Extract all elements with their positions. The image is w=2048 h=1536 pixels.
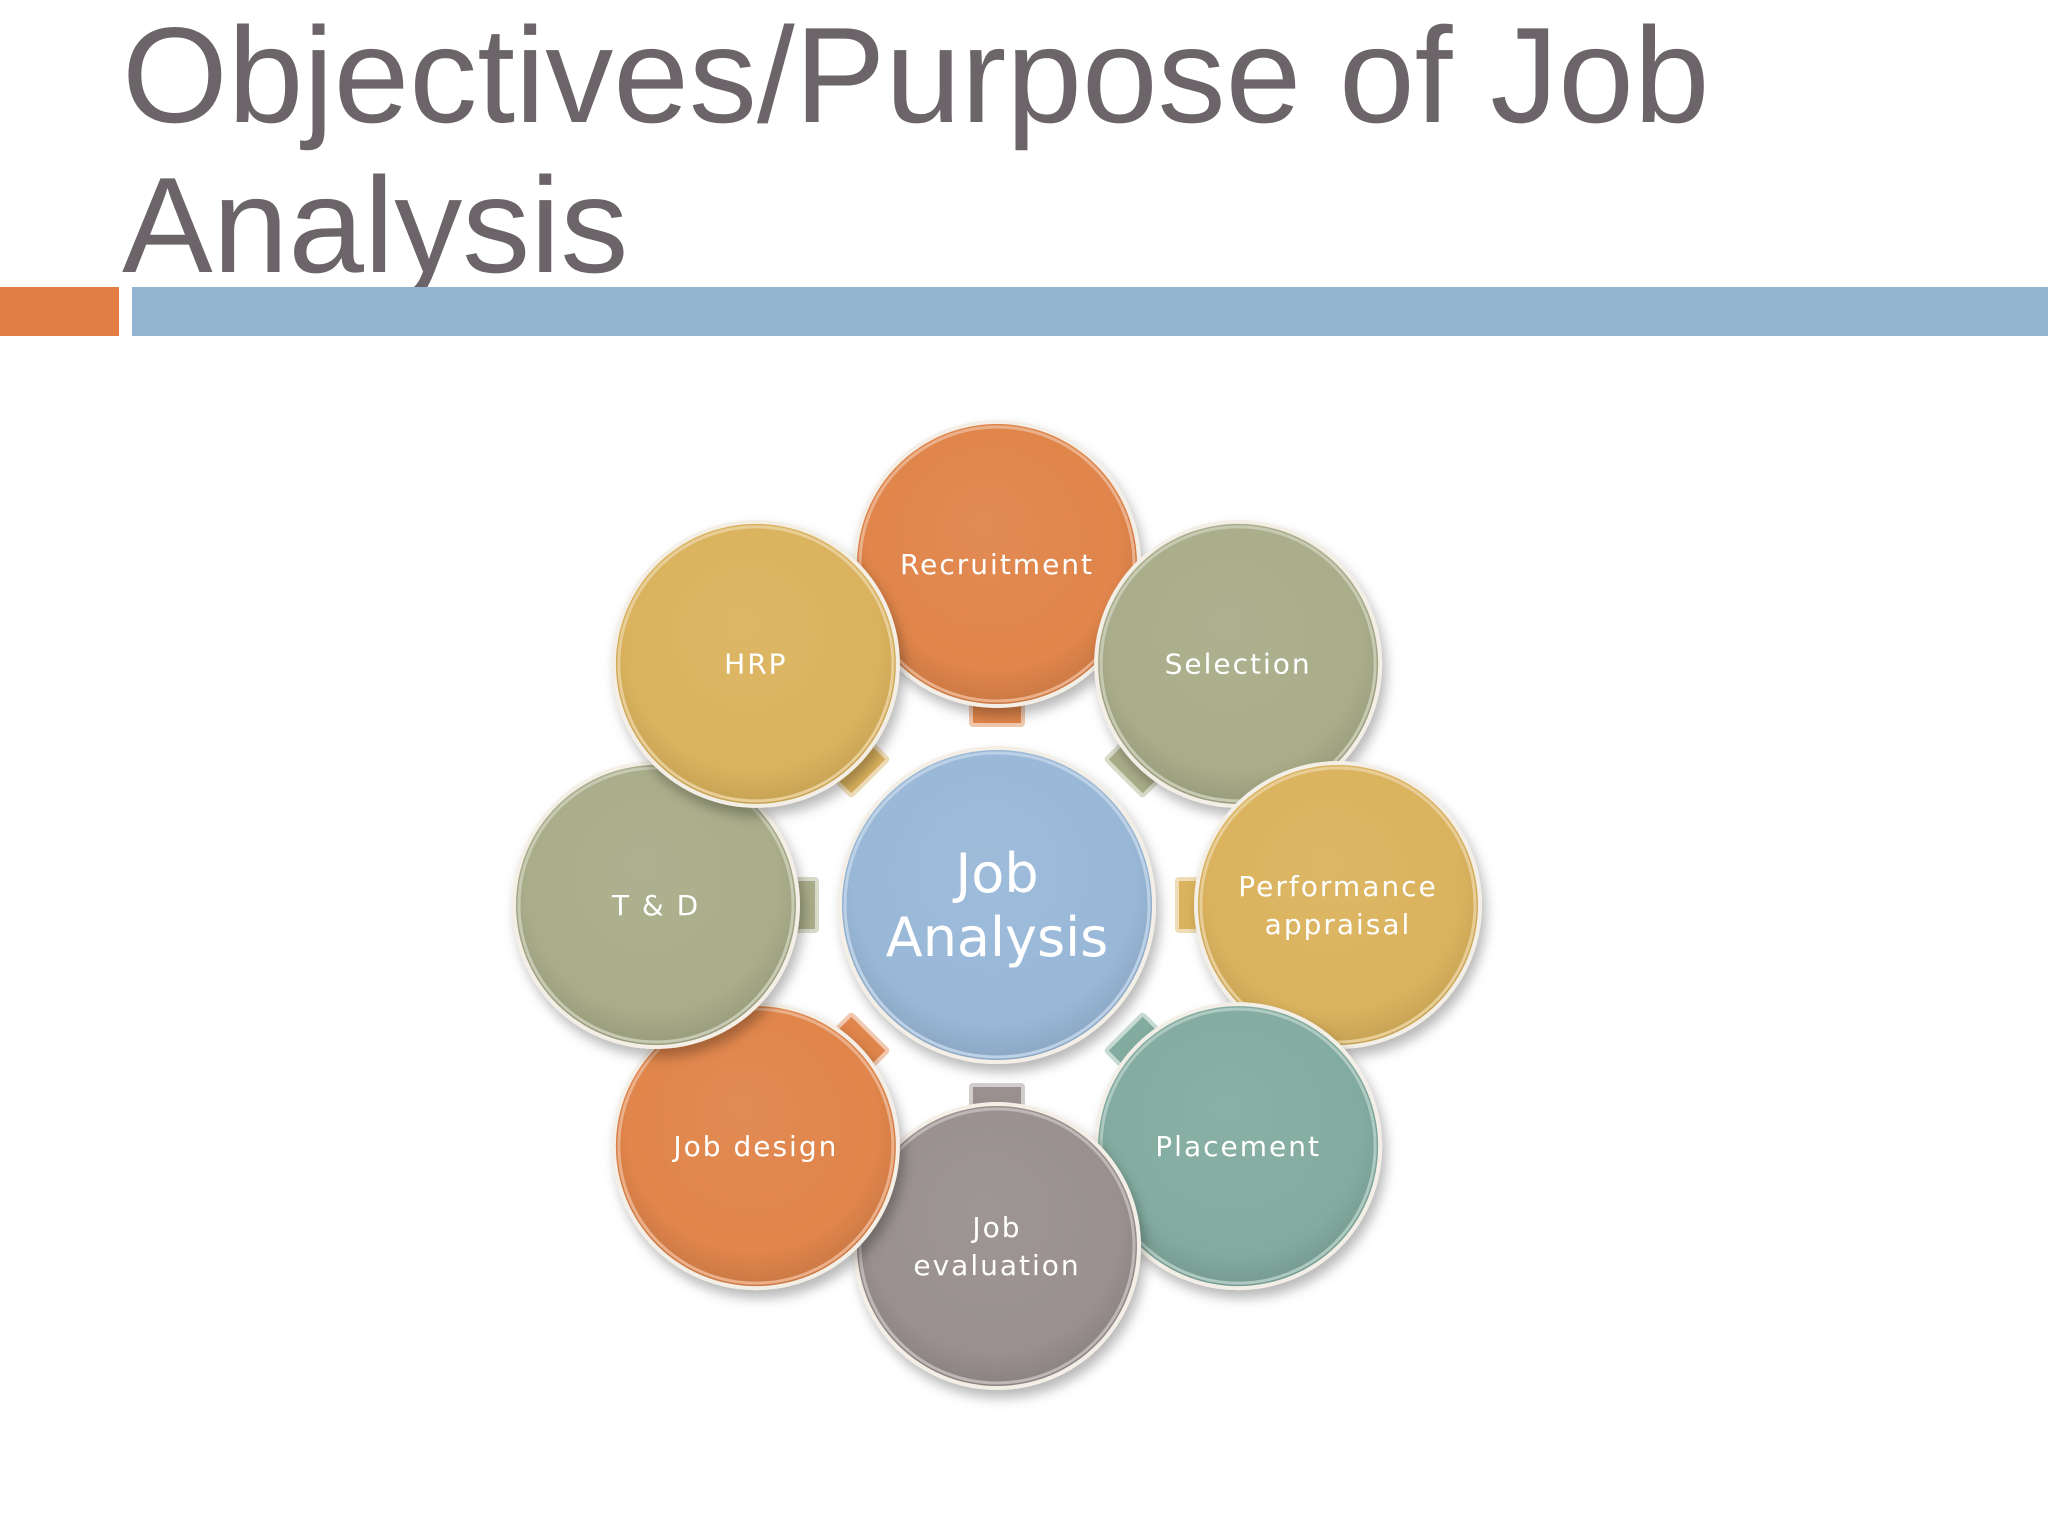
slide-title-line-1: Objectives/Purpose of Job [122, 0, 1710, 151]
slide-title: Objectives/Purpose of Job Analysis [122, 0, 1822, 300]
node-placement [1094, 1002, 1383, 1291]
node-performance-appraisal [1194, 761, 1482, 1049]
accent-bar-blue [132, 287, 2048, 336]
node-job-evaluation-fill [857, 1106, 1137, 1386]
node-t-and-d-label: T & D [611, 889, 700, 922]
node-job-design-ring [617, 1007, 895, 1285]
node-recruitment-fill [857, 424, 1137, 704]
node-t-and-d-ring [517, 766, 795, 1044]
node-selection-fill [1098, 523, 1379, 804]
hub-job-analysis-label-line: Job [952, 842, 1038, 905]
node-job-design [611, 1002, 900, 1291]
node-recruitment [853, 420, 1141, 708]
node-selection-ring [1099, 525, 1377, 803]
node-job-evaluation-ring [858, 1107, 1136, 1385]
node-recruitment-label: Recruitment [900, 548, 1094, 581]
slide-title-line-2: Analysis [122, 149, 629, 301]
hub-job-analysis-ring [843, 751, 1151, 1059]
hub-job-analysis-fill [842, 750, 1152, 1060]
node-performance-appraisal-label: Performance appraisal [1238, 870, 1437, 941]
node-job-design-fill [615, 1006, 896, 1287]
node-job-evaluation-label: Job evaluation [913, 1211, 1080, 1282]
node-recruitment-ring [858, 425, 1136, 703]
node-placement-ring [1099, 1007, 1377, 1285]
node-hrp-ring [617, 525, 895, 803]
node-t-and-d-label-line: T & D [611, 889, 700, 922]
accent-bar-orange [0, 287, 119, 336]
hub-job-analysis [838, 746, 1156, 1064]
node-selection [1094, 519, 1383, 808]
node-t-and-d [512, 761, 800, 1049]
node-job-evaluation [853, 1102, 1141, 1390]
node-performance-appraisal-fill [1198, 765, 1478, 1045]
node-performance-appraisal-label-line: Performance [1238, 870, 1437, 903]
node-hrp-label-line: HRP [724, 648, 787, 681]
node-job-design-label-line: Job design [671, 1130, 838, 1163]
node-selection-label: Selection [1165, 648, 1312, 681]
node-hrp [611, 519, 900, 808]
node-recruitment-label-line: Recruitment [900, 548, 1094, 581]
node-job-evaluation-label-line: Job [970, 1211, 1021, 1244]
node-hrp-fill [615, 523, 896, 804]
hub-job-analysis-label-line: Analysis [886, 906, 1109, 969]
node-placement-label: Placement [1155, 1130, 1321, 1163]
node-t-and-d-fill [516, 765, 796, 1045]
node-performance-appraisal-label-line: appraisal [1265, 908, 1412, 941]
node-job-evaluation-label-line: evaluation [913, 1249, 1080, 1282]
node-performance-appraisal-ring [1199, 766, 1477, 1044]
node-job-design-label: Job design [671, 1130, 838, 1163]
node-hrp-label: HRP [724, 648, 787, 681]
node-placement-fill [1098, 1006, 1379, 1287]
node-placement-label-line: Placement [1155, 1130, 1321, 1163]
node-selection-label-line: Selection [1165, 648, 1312, 681]
